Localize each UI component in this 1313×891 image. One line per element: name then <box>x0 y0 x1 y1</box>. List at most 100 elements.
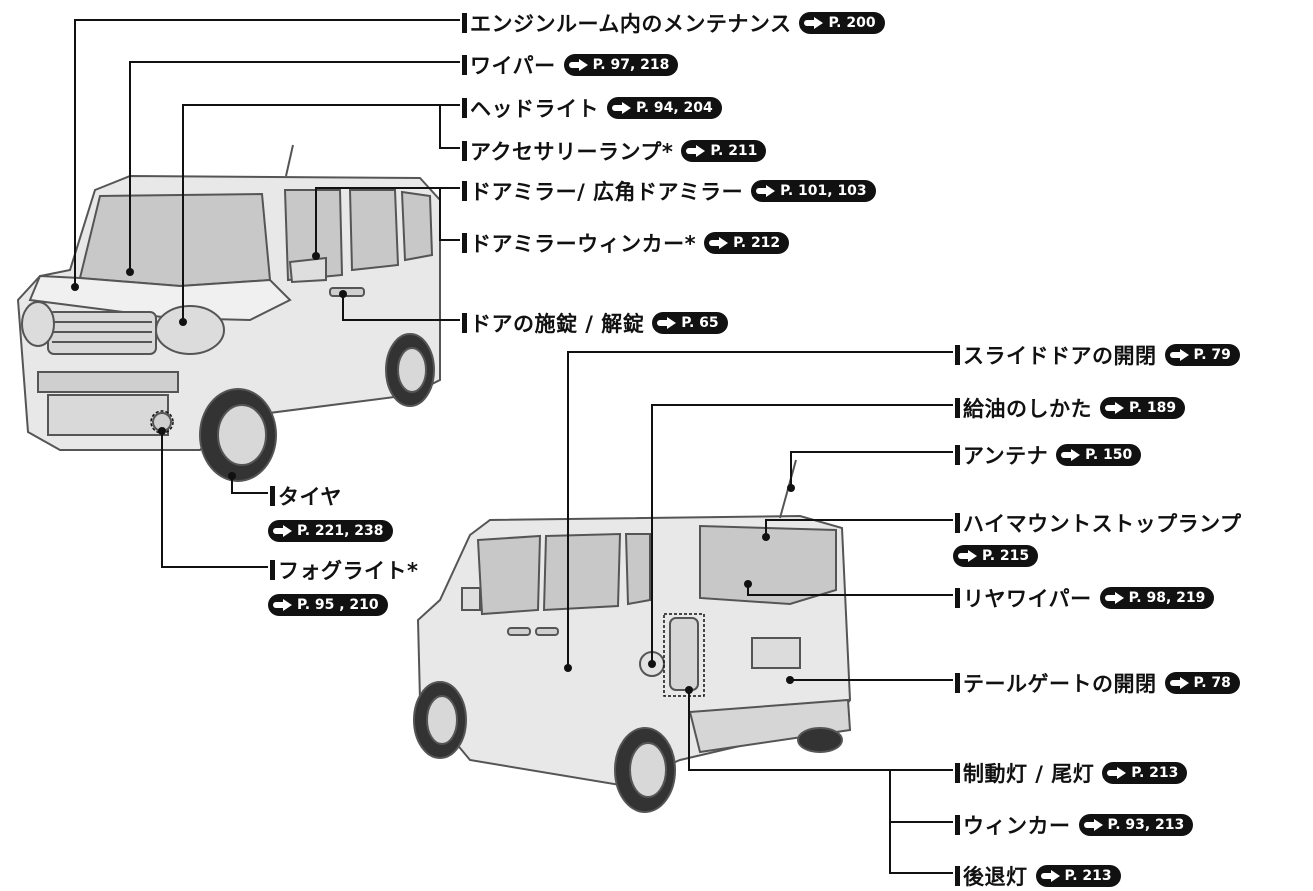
label-marker <box>270 560 275 580</box>
label-text: ドアミラーウィンカー* <box>470 232 697 256</box>
label-text: 後退灯 <box>963 865 1028 889</box>
label-marker <box>462 233 467 253</box>
label-high-mount: ハイマウントストップランプ <box>955 508 1241 538</box>
label-marker <box>462 141 467 161</box>
leader-lines <box>74 19 953 874</box>
page-reference-button[interactable]: P. 78 <box>1164 672 1240 694</box>
page-reference-button[interactable]: P. 213 <box>1102 762 1188 784</box>
arrow-icon <box>612 102 632 114</box>
page-reference-button[interactable]: P. 94, 204 <box>607 97 722 119</box>
page-reference-button[interactable]: P. 98, 219 <box>1099 587 1215 609</box>
page-reference-button[interactable]: P. 215 <box>953 545 1039 567</box>
page-reference-button[interactable]: P. 200 <box>799 12 885 34</box>
label-text: 給油のしかた <box>963 397 1092 421</box>
label-marker <box>955 866 960 886</box>
label-winker: ウィンカー P. 93, 213 <box>955 810 1194 840</box>
label-text: リヤワイパー <box>963 587 1092 611</box>
label-marker <box>462 181 467 201</box>
page-reference-button[interactable]: P. 189 <box>1100 397 1186 419</box>
label-marker <box>955 445 960 465</box>
arrow-icon <box>709 237 729 249</box>
fog-light-reference: P. 95 , 210 <box>268 594 388 616</box>
label-accessory-lamp: アクセサリーランプ* P. 211 <box>462 136 767 166</box>
label-text: ヘッドライト <box>470 97 599 121</box>
label-marker <box>462 55 467 75</box>
label-text: ハイマウントストップランプ <box>963 512 1242 536</box>
arrow-icon <box>1169 349 1190 361</box>
label-marker <box>462 313 467 333</box>
page-reference-button[interactable]: P. 79 <box>1164 344 1240 366</box>
arrow-icon <box>1104 592 1125 604</box>
label-wiper: ワイパー P. 97, 218 <box>462 50 679 80</box>
label-text: ワイパー <box>470 54 556 78</box>
label-marker <box>955 815 960 835</box>
front-car-image <box>16 144 441 482</box>
label-text: フォグライト* <box>278 559 419 583</box>
label-marker <box>955 763 960 783</box>
arrow-icon <box>686 145 706 157</box>
fog-light-highlight <box>150 410 174 434</box>
page-reference-button[interactable]: P. 101, 103 <box>751 180 876 202</box>
label-text: タイヤ <box>278 485 342 509</box>
tire-reference: P. 221, 238 <box>268 520 393 542</box>
tail-light-highlight <box>663 613 705 697</box>
label-rear-wiper: リヤワイパー P. 98, 219 <box>955 583 1215 613</box>
label-marker <box>955 398 960 418</box>
arrow-icon <box>1040 870 1061 882</box>
label-tire: タイヤ <box>270 481 342 511</box>
arrow-icon <box>273 525 293 537</box>
label-text: ドアの施錠 / 解錠 <box>470 312 645 336</box>
label-marker <box>955 673 960 693</box>
rear-car-image <box>413 459 852 813</box>
page-reference-button[interactable]: P. 221, 238 <box>268 520 393 542</box>
label-text: ドアミラー/ 広角ドアミラー <box>470 180 744 204</box>
arrow-icon <box>273 599 293 611</box>
arrow-icon <box>756 185 776 197</box>
label-door-mirror: ドアミラー/ 広角ドアミラー P. 101, 103 <box>462 176 876 206</box>
label-text: スライドドアの開閉 <box>963 344 1157 368</box>
label-refuel: 給油のしかた P. 189 <box>955 393 1186 423</box>
label-headlight: ヘッドライト P. 94, 204 <box>462 93 722 123</box>
page-reference-button[interactable]: P. 150 <box>1056 444 1142 466</box>
arrow-icon <box>958 550 978 562</box>
label-fog-light: フォグライト* <box>270 555 418 585</box>
label-marker <box>462 13 467 33</box>
page-reference-button[interactable]: P. 213 <box>1035 865 1121 887</box>
label-reverse: 後退灯 P. 213 <box>955 861 1121 891</box>
callout-markers <box>71 252 795 694</box>
label-text: アクセサリーランプ* <box>470 140 674 164</box>
page-reference-button[interactable]: P. 65 <box>652 312 728 334</box>
arrow-icon <box>1105 402 1125 414</box>
label-text: エンジンルーム内のメンテナンス <box>470 12 792 36</box>
arrow-icon <box>568 59 589 71</box>
label-text: ウィンカー <box>963 814 1071 838</box>
label-slide-door: スライドドアの開閉 P. 79 <box>955 340 1240 370</box>
page-reference-button[interactable]: P. 212 <box>704 232 790 254</box>
page-reference-button[interactable]: P. 95 , 210 <box>268 594 388 616</box>
label-marker <box>955 588 960 608</box>
label-engine-room: エンジンルーム内のメンテナンス P. 200 <box>462 8 885 38</box>
high-mount-reference: P. 215 <box>953 545 1039 567</box>
label-text: アンテナ <box>963 444 1049 468</box>
label-brake-tail: 制動灯 / 尾灯 P. 213 <box>955 758 1188 788</box>
label-tailgate: テールゲートの開閉 P. 78 <box>955 668 1240 698</box>
label-text: 制動灯 / 尾灯 <box>963 762 1095 786</box>
label-marker <box>955 513 960 533</box>
label-marker <box>462 98 467 118</box>
arrow-icon <box>1083 819 1104 831</box>
label-door-lock: ドアの施錠 / 解錠 P. 65 <box>462 308 728 338</box>
arrow-icon <box>804 17 824 29</box>
arrow-icon <box>657 317 677 329</box>
arrow-icon <box>1169 677 1190 689</box>
label-antenna: アンテナ P. 150 <box>955 440 1142 470</box>
page-reference-button[interactable]: P. 211 <box>681 140 767 162</box>
label-marker <box>955 345 960 365</box>
arrow-icon <box>1107 767 1127 779</box>
label-mirror-winker: ドアミラーウィンカー* P. 212 <box>462 228 790 258</box>
arrow-icon <box>1061 449 1081 461</box>
page-reference-button[interactable]: P. 97, 218 <box>563 54 679 76</box>
page-reference-button[interactable]: P. 93, 213 <box>1078 814 1194 836</box>
label-marker <box>270 486 275 506</box>
label-text: テールゲートの開閉 <box>963 672 1157 696</box>
